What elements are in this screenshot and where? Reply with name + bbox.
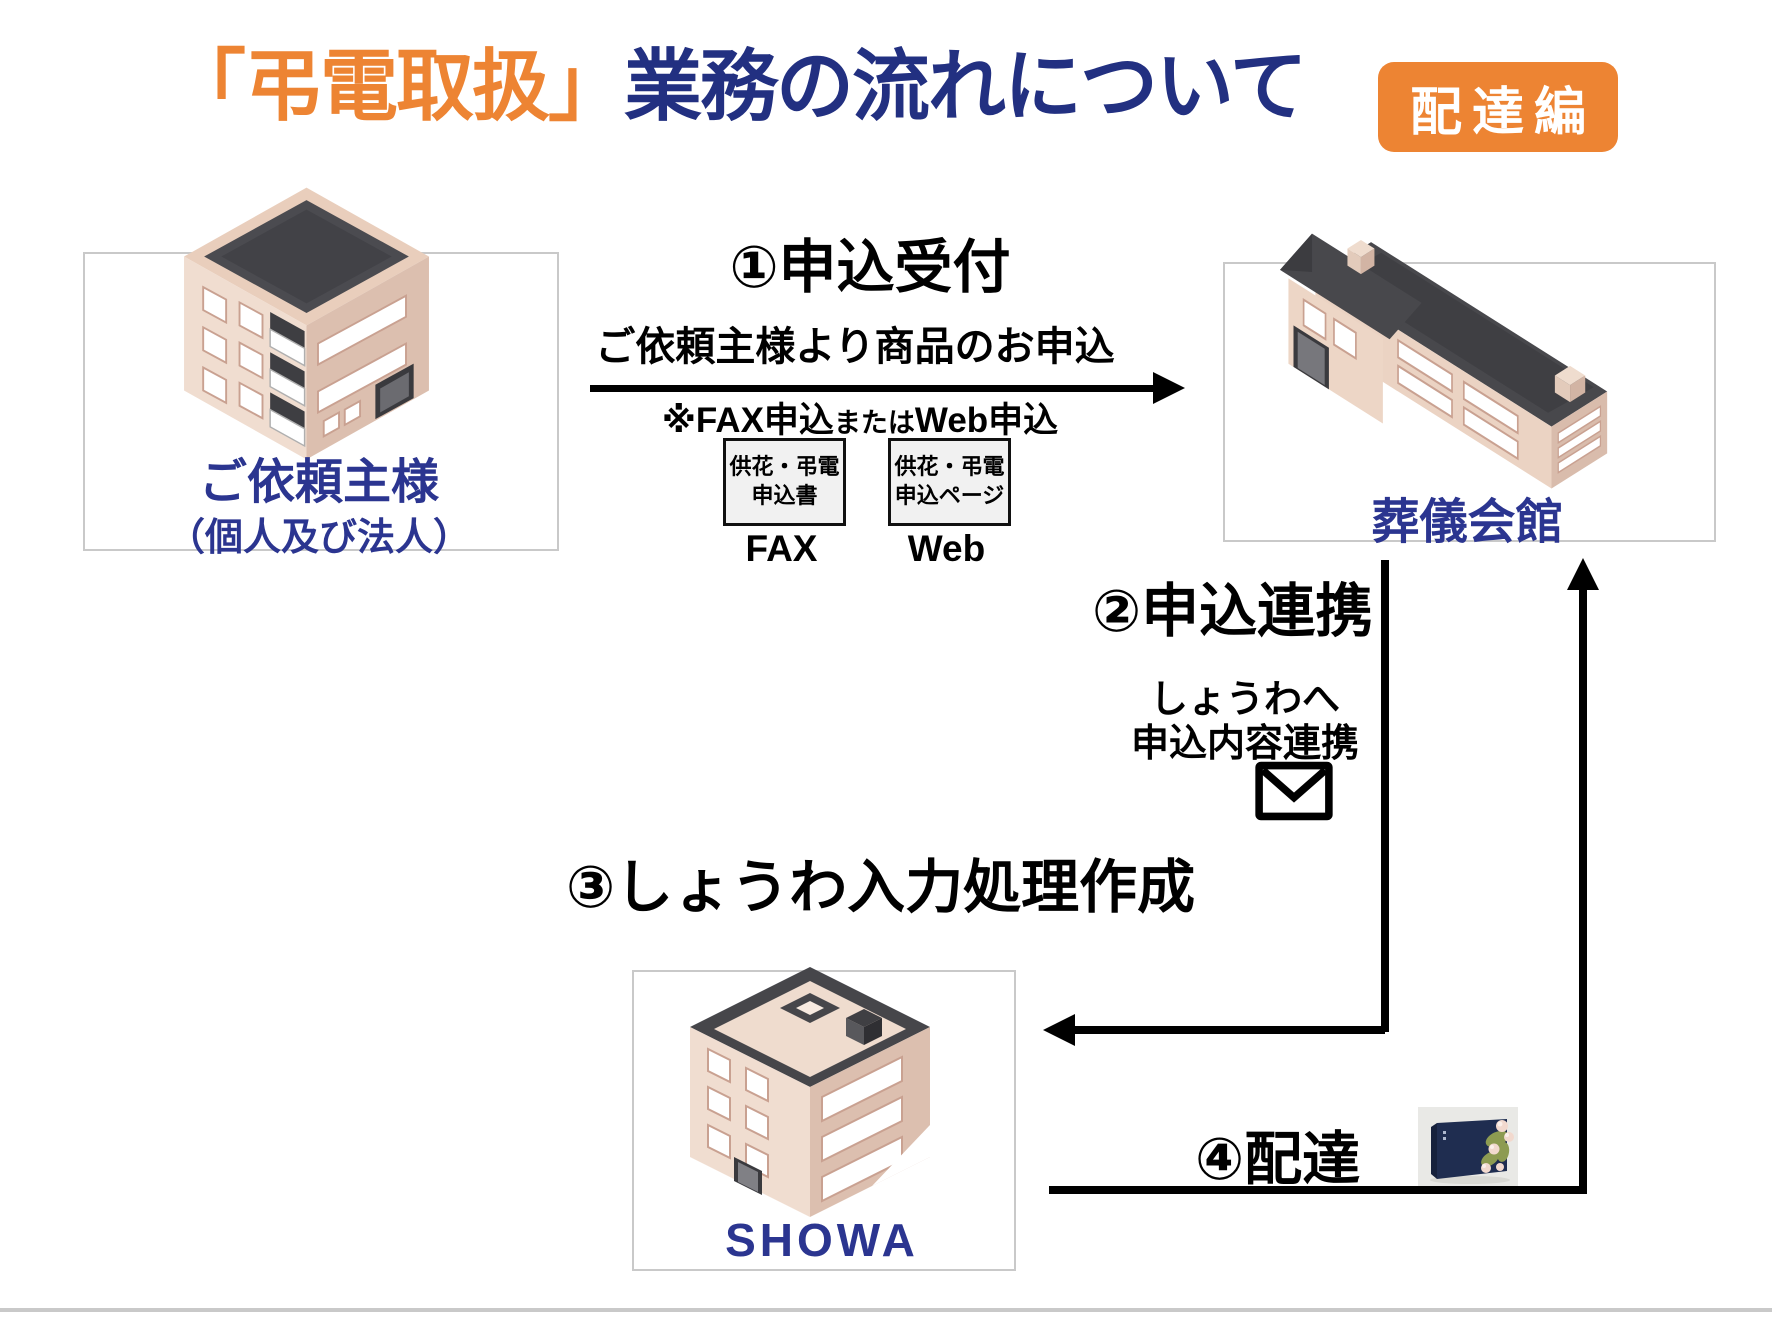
web-order-page-box: 供花・弔電 申込ページ [888,438,1011,526]
funeral-hall-label: 葬儀会館 [1371,496,1564,549]
step4-arrowhead-up [1567,558,1599,590]
step2-arrowhead-left [1043,1014,1075,1046]
web-doc-line1: 供花・弔電 [894,454,1005,480]
step1-note-suffix: Web申込 [914,401,1059,440]
telegram-card-image [1418,1107,1518,1187]
fax-doc-line2: 申込書 [751,483,818,508]
step1-arrow-line [590,385,1156,392]
edition-badge: 配達編 [1378,62,1618,152]
step3-heading: ③しょうわ入力処理作成 [566,855,1196,920]
step1-heading: ①申込受付 [729,235,1011,300]
client-label: ご依頼主様 [198,456,439,509]
web-caption: Web [907,528,986,569]
page-title-main: 業務の流れについて [624,42,1308,130]
step4-heading: ④配達 [1195,1127,1361,1192]
showa-building-icon [690,967,930,1217]
fax-doc-line1: 供花・弔電 [729,454,840,480]
step2-arrow-vertical-line [1381,560,1389,1032]
showa-label: SHOWA [725,1214,919,1266]
step2-arrow-horizontal-line [1075,1026,1385,1034]
step4-arrow-vertical-line [1579,588,1587,1194]
client-building-icon [184,187,429,460]
step4-arrow-horizontal-line [1049,1186,1587,1194]
step2-heading: ②申込連携 [1092,579,1374,644]
step1-arrowhead-right [1153,372,1185,404]
fax-caption: FAX [745,528,818,569]
page-title: 「弔電取扱」業務の流れについて [168,42,1308,130]
step2-description-line2: 申込内容連携 [1130,723,1359,765]
envelope-icon [1255,761,1333,821]
bottom-divider [0,1308,1772,1312]
funeral-hall-building-icon [1280,233,1608,489]
fax-order-form-box: 供花・弔電 申込書 [723,438,846,526]
web-doc-line2: 申込ページ [894,483,1005,508]
step1-note: ※FAX申込またはWeb申込 [640,392,1080,443]
step1-note-prefix: ※FAX申込 [661,401,834,440]
step2-description-line1: しょうわへ [1149,679,1340,721]
page-title-highlight: 「弔電取扱」 [168,42,626,130]
step1-note-connector: または [833,408,915,438]
client-sublabel: （個人及び法人） [166,517,471,559]
step1-description: ご依頼主様より商品のお申込 [595,325,1115,369]
